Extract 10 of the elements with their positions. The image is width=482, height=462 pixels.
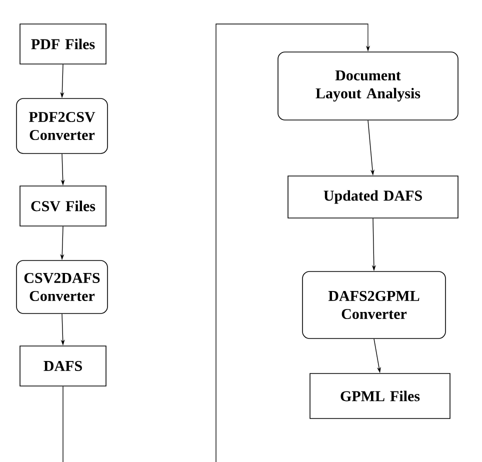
file-box: CSV Files — [20, 186, 106, 226]
process-box: CSV2DAFS Converter — [16, 260, 108, 314]
process-box: DAFS2GPML Converter — [302, 271, 446, 339]
arrow — [216, 24, 370, 462]
file-box: GPML Files — [310, 373, 450, 419]
process-box: Document Layout Analysis — [278, 52, 458, 120]
file-box: DAFS — [20, 346, 106, 386]
process-box: PDF2CSV Converter — [16, 98, 108, 154]
file-box: Updated DAFS — [288, 176, 458, 218]
file-box: PDF Files — [20, 24, 106, 64]
